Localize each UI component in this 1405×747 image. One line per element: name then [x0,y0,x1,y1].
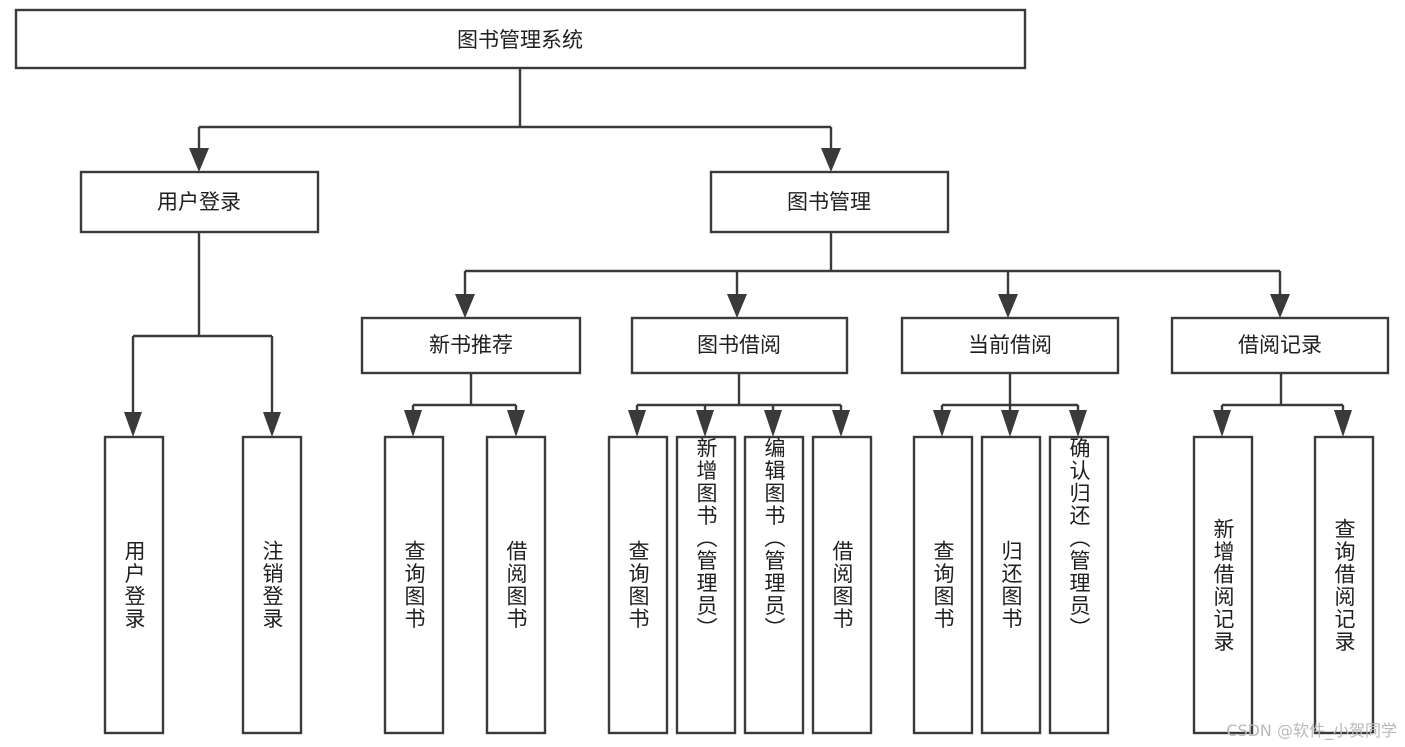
leaf-box-query-book-1[interactable] [383,435,445,735]
leaf-box-user-logout[interactable] [241,435,303,735]
node-book-manage-label: 图书管理 [787,190,871,214]
node-root-box[interactable] [14,8,1027,70]
node-book-borrow-label: 图书借阅 [697,333,781,357]
connector-group-book-borrow [628,373,850,437]
node-new-book-rec-box[interactable] [360,316,582,375]
connector-group-current-borrow [933,373,1087,437]
leaf-box-query-book-3[interactable] [912,435,974,735]
arrowhead-leaf-user-login [124,412,142,437]
leaf-box-confirm-return[interactable] [1048,435,1110,735]
arrowhead-book-manage [821,148,841,172]
leaf-box-user-login[interactable] [103,435,165,735]
leaf-box-add-book[interactable] [675,435,737,735]
connector-group-user-login [124,232,281,437]
arrowhead-leaf-user-logout [263,412,281,437]
arrowhead-leaf-query-book-1 [404,410,422,437]
connector-group-root [189,68,841,172]
node-user-login-label: 用户登录 [157,190,241,214]
node-book-manage-box[interactable] [709,170,950,234]
leaf-box-query-record[interactable] [1313,435,1375,735]
connector-group-new-book-rec [404,373,525,437]
node-borrow-record-box[interactable] [1170,316,1390,375]
arrowhead-leaf-return-book [1001,410,1019,437]
leaf-boxes [103,435,1375,735]
arrowhead-current-borrow [998,294,1018,318]
arrowhead-leaf-edit-book [764,410,782,437]
node-book-borrow[interactable]: 图书借阅 [630,316,849,375]
node-root-label: 图书管理系统 [457,28,583,52]
node-new-book-rec-label: 新书推荐 [429,333,513,357]
node-current-borrow[interactable]: 当前借阅 [900,316,1120,375]
arrowhead-user-login [189,148,209,172]
arrowhead-new-book-rec [455,294,475,318]
node-user-login[interactable]: 用户登录 [79,170,320,234]
arrowhead-book-borrow [727,294,747,318]
node-current-borrow-label: 当前借阅 [968,333,1052,357]
arrowhead-leaf-query-book-3 [933,410,951,437]
connector-group-borrow-record [1213,373,1352,437]
node-borrow-record-label: 借阅记录 [1238,333,1322,357]
node-user-login-box[interactable] [79,170,320,234]
leaf-box-borrow-book-2[interactable] [811,435,873,735]
node-root[interactable]: 图书管理系统 [14,8,1027,70]
leaf-box-add-record[interactable] [1192,435,1254,735]
node-borrow-record[interactable]: 借阅记录 [1170,316,1390,375]
arrowhead-leaf-add-book [696,410,714,437]
arrowhead-borrow-record [1270,294,1290,318]
connector-group-book-manage [455,232,1290,318]
node-book-manage[interactable]: 图书管理 [709,170,950,234]
arrowhead-leaf-query-record [1334,410,1352,437]
leaf-box-return-book[interactable] [980,435,1042,735]
leaf-box-borrow-book-1[interactable] [485,435,547,735]
arrowhead-leaf-confirm-return [1069,410,1087,437]
node-new-book-rec[interactable]: 新书推荐 [360,316,582,375]
leaf-box-query-book-2[interactable] [607,435,669,735]
arrowhead-leaf-query-book-2 [628,410,646,437]
arrowhead-leaf-borrow-book-2 [832,410,850,437]
node-current-borrow-box[interactable] [900,316,1120,375]
arrowhead-leaf-borrow-book-1 [507,410,525,437]
node-book-borrow-box[interactable] [630,316,849,375]
leaf-box-edit-book[interactable] [743,435,805,735]
arrowhead-leaf-add-record [1213,410,1231,437]
